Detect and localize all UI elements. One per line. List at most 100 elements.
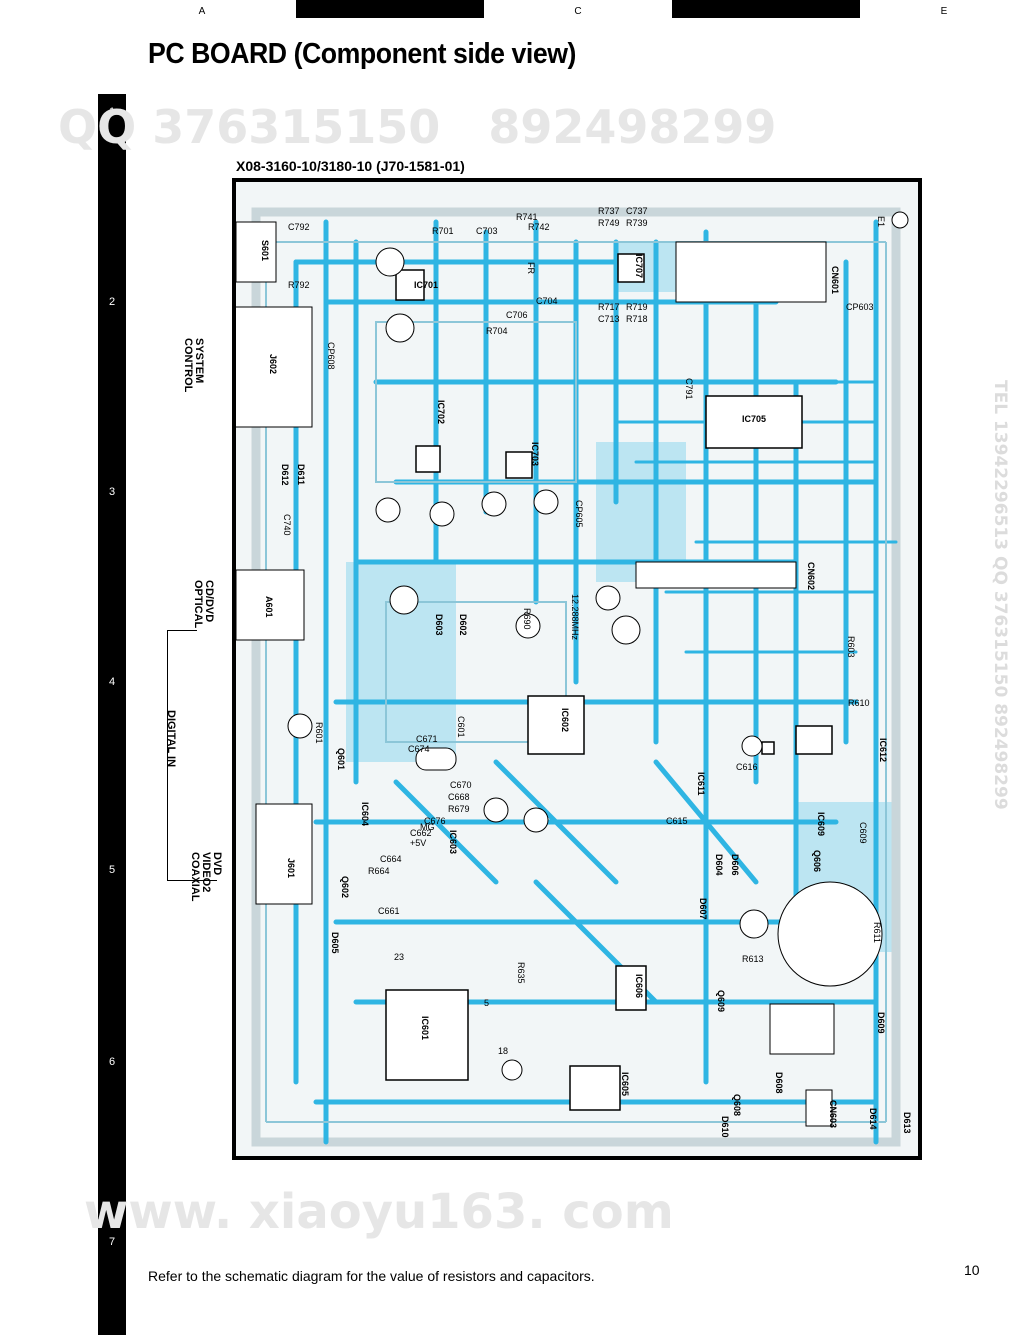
label-d608: D608 bbox=[774, 1072, 784, 1094]
label-ic707: IC707 bbox=[634, 254, 644, 279]
row-ruler bbox=[98, 0, 126, 1335]
label-r740: R719 bbox=[626, 302, 648, 312]
label-ic605: IC605 bbox=[620, 1072, 630, 1097]
label-c609: 23 bbox=[394, 952, 405, 962]
col-label-d: D bbox=[762, 6, 770, 17]
label-fr: C704 bbox=[536, 296, 558, 306]
label-c618: 5 bbox=[484, 998, 490, 1008]
label-r609: C664 bbox=[380, 854, 402, 864]
label-c737: C737 bbox=[626, 206, 648, 216]
label-plus5v: C616 bbox=[736, 762, 758, 772]
label-j602: J602 bbox=[268, 354, 278, 375]
label-d604: D604 bbox=[714, 854, 724, 876]
label-r738: R717 bbox=[598, 302, 620, 312]
label-r749: R749 bbox=[598, 218, 620, 228]
label-cn603: CN603 bbox=[828, 1100, 838, 1129]
col-label-b: B bbox=[386, 6, 394, 17]
label-d612: D612 bbox=[280, 464, 290, 486]
row-label-3: 3 bbox=[108, 486, 116, 498]
label-ic702: IC702 bbox=[436, 400, 446, 425]
col-label-a: A bbox=[198, 6, 206, 17]
label-ic604: IC604 bbox=[360, 802, 370, 827]
board-traces bbox=[236, 182, 918, 1156]
label-r671: R610 bbox=[848, 698, 870, 708]
label-r603: C676 bbox=[424, 816, 446, 826]
board-id: X08-3160-10/3180-10 (J70-1581-01) bbox=[236, 158, 465, 174]
label-c700: FR bbox=[526, 262, 536, 274]
label-ic703: IC703 bbox=[530, 442, 540, 467]
label-r602: C670 bbox=[450, 780, 472, 790]
label-c738: R718 bbox=[626, 314, 648, 324]
label-r737: R737 bbox=[598, 206, 620, 216]
label-c606: C661 bbox=[378, 906, 400, 916]
label-d609: D609 bbox=[876, 1012, 886, 1034]
label-ic606: IC606 bbox=[634, 974, 644, 999]
row-label-6: 6 bbox=[108, 1056, 116, 1068]
label-e1: E1 bbox=[876, 216, 886, 228]
page-title: PC BOARD (Component side view) bbox=[148, 38, 576, 70]
label-r691: C740 bbox=[282, 514, 292, 536]
label-50us: C792 bbox=[288, 222, 310, 232]
label-12mhz: C674 bbox=[408, 744, 430, 754]
label-r750: C713 bbox=[598, 314, 620, 324]
pc-board: IC701 IC702 IC703 IC705 IC707 IC602 IC60… bbox=[232, 178, 922, 1160]
label-d611: D611 bbox=[296, 464, 306, 486]
label-q601: Q601 bbox=[336, 748, 346, 771]
label-c657: R601 bbox=[314, 722, 324, 744]
label-q608: Q608 bbox=[732, 1094, 742, 1117]
label-s601: S601 bbox=[260, 240, 270, 262]
row-label-5: 5 bbox=[108, 864, 116, 876]
label-r630: 18 bbox=[498, 1046, 509, 1056]
row-label-7: 7 bbox=[108, 1236, 116, 1248]
label-system-control: SYSTEM CONTROL bbox=[182, 338, 205, 393]
label-a601: A601 bbox=[264, 596, 274, 618]
label-q609: Q609 bbox=[716, 990, 726, 1013]
label-c616: R635 bbox=[516, 962, 526, 984]
label-d613: D613 bbox=[902, 1112, 912, 1134]
label-ic602: IC602 bbox=[560, 708, 570, 733]
label-q606: Q606 bbox=[812, 850, 822, 873]
label-c675: C662 bbox=[410, 828, 432, 838]
label-c704: R704 bbox=[486, 326, 508, 336]
row-label-2: 2 bbox=[108, 296, 116, 308]
label-c703: C703 bbox=[476, 226, 498, 236]
label-ag: CP603 bbox=[846, 302, 874, 312]
label-ic611: IC611 bbox=[696, 772, 706, 796]
label-d602: D602 bbox=[458, 614, 468, 636]
label-c667: R611 bbox=[872, 922, 882, 943]
row-label-4: 4 bbox=[108, 676, 116, 688]
label-cn602: CN602 bbox=[806, 562, 816, 591]
watermark-qq: QQ 376315150 892498299 bbox=[58, 100, 777, 154]
label-r742: C706 bbox=[506, 310, 528, 320]
label-d606: D606 bbox=[730, 854, 740, 876]
label-r739: R739 bbox=[626, 218, 648, 228]
label-c739: R690 bbox=[522, 608, 532, 630]
label-r685: R603 bbox=[846, 636, 856, 658]
label-c722: CP605 bbox=[574, 500, 584, 528]
label-d610: D610 bbox=[720, 1116, 730, 1138]
label-x601: C671 bbox=[416, 734, 438, 744]
digital-in-bracket bbox=[167, 630, 168, 880]
label-j601: J601 bbox=[286, 858, 296, 879]
label-75us: R792 bbox=[288, 280, 310, 290]
label-ic609: IC609 bbox=[816, 812, 826, 837]
label-fl: R742 bbox=[528, 222, 550, 232]
col-label-c: C bbox=[574, 6, 582, 17]
label-c821: 12.288MHz bbox=[570, 594, 580, 641]
label-r701: R701 bbox=[432, 226, 454, 236]
label-2v5: R613 bbox=[742, 954, 764, 964]
label-r666: C609 bbox=[858, 822, 868, 844]
label-r610: MG bbox=[420, 822, 435, 832]
label-cd-dvd-optical: CD/DVD OPTICAL bbox=[192, 580, 215, 629]
col-label-e: E bbox=[940, 6, 948, 17]
watermark-site: www. xiaoyu163. com bbox=[84, 1184, 674, 1240]
digital-in-bracket-bottom bbox=[167, 880, 217, 881]
row-label-1: 1 bbox=[108, 106, 116, 118]
label-c607: +5V bbox=[410, 838, 427, 848]
page-number: 10 bbox=[964, 1262, 980, 1278]
label-ic603: IC603 bbox=[448, 830, 458, 855]
label-ic612: IC612 bbox=[878, 738, 888, 763]
label-c605: R664 bbox=[368, 866, 390, 876]
label-ic701: IC701 bbox=[414, 280, 439, 290]
footnote: Refer to the schematic diagram for the v… bbox=[148, 1268, 595, 1284]
